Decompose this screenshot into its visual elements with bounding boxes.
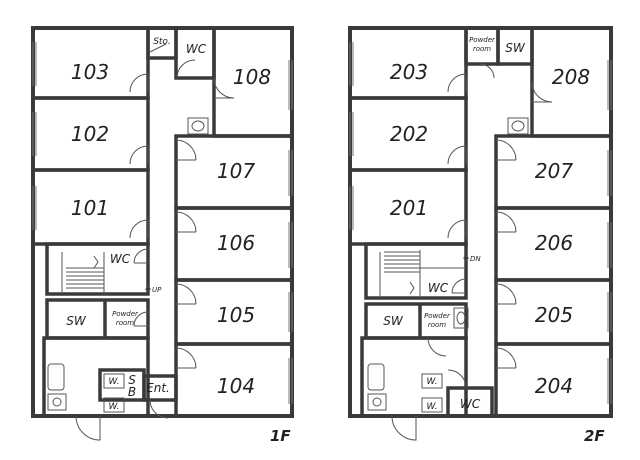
floor-1f-title: 1F: [270, 427, 291, 445]
room-101-label: 101: [71, 196, 109, 220]
room-102-label: 102: [71, 122, 109, 146]
wc-bottom-label: WC: [460, 397, 481, 411]
powder-room-label-2f-line2: room: [428, 321, 446, 329]
room-203-label: 203: [390, 60, 428, 84]
room-105-label: 105: [217, 303, 255, 327]
washer-1-label: W.: [108, 377, 119, 387]
floor-1f-windows: [32, 42, 293, 404]
washer-2-label: W.: [108, 402, 119, 412]
floor-2f-stairs: [379, 250, 469, 298]
floor-1f-labels: 103 102 101 108 107 106 105 104 Sto. WC …: [66, 37, 291, 445]
room-108-label: 108: [233, 65, 271, 89]
floor-2f-windows: [349, 42, 612, 404]
floor-2f-west-rooms: [348, 26, 468, 418]
room-201-label: 201: [390, 196, 428, 220]
storage-label: Sto.: [153, 37, 171, 47]
entrance-label: Ent.: [146, 381, 170, 395]
powder-room-top-line2: room: [473, 45, 491, 53]
powder-room-label-line2: room: [116, 319, 134, 327]
room-103-label: 103: [71, 60, 109, 84]
wc-top-label: WC: [186, 42, 207, 56]
powder-room-label-line1: Powder: [112, 310, 139, 318]
stair-up-label: UP: [152, 286, 162, 294]
wc-stair-label: WC: [110, 252, 131, 266]
shower-label-2f: SW: [383, 314, 404, 328]
room-208-label: 208: [552, 65, 590, 89]
room-202-label: 202: [390, 122, 428, 146]
wc-stair-label-2f: WC: [428, 281, 449, 295]
floor-1f-doors: [75, 43, 235, 441]
washer-1-label-2f: W.: [426, 377, 437, 387]
room-107-label: 107: [217, 159, 255, 183]
floor-2f-plan: 203 202 201 208 207 206 205 204 Powder r…: [348, 26, 613, 445]
floor-1f-stairs: [61, 252, 151, 294]
room-204-label: 204: [535, 374, 573, 398]
room-106-label: 106: [217, 231, 255, 255]
room-104-label: 104: [217, 374, 255, 398]
floor-1f-plan: 103 102 101 108 107 106 105 104 Sto. WC …: [31, 26, 294, 445]
room-207-label: 207: [535, 159, 573, 183]
shoe-box-b-label: B: [128, 385, 136, 399]
floor-1f-fixtures: [47, 117, 209, 413]
room-205-label: 205: [535, 303, 573, 327]
floor-2f-labels: 203 202 201 208 207 206 205 204 Powder r…: [383, 36, 605, 445]
floor-2f-doors: [391, 63, 553, 441]
floor-2f-title: 2F: [584, 427, 605, 445]
stair-down-label: DN: [470, 255, 481, 263]
powder-room-label-2f-line1: Powder: [424, 312, 451, 320]
shoe-box-s-label: S: [128, 373, 136, 387]
washer-2-label-2f: W.: [426, 402, 437, 412]
floor-2f-fixtures: [367, 117, 529, 413]
room-206-label: 206: [535, 231, 573, 255]
powder-room-top-line1: Powder: [469, 36, 496, 44]
shower-top-label: SW: [505, 41, 526, 55]
shower-label: SW: [66, 314, 87, 328]
